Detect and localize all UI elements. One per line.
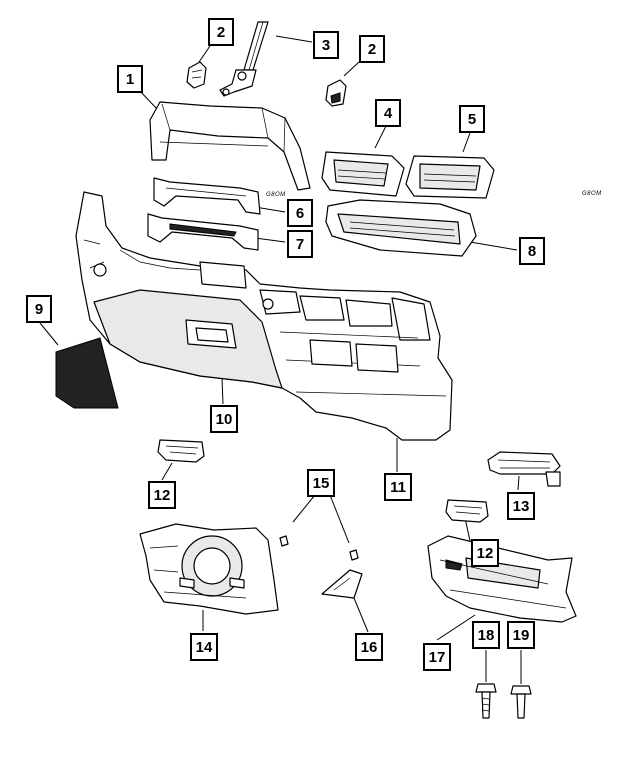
- callout-15: 15: [307, 469, 335, 497]
- watermark-right: G8OM: [582, 191, 602, 197]
- part-2-clip-left: [186, 61, 207, 89]
- callout-7: 7: [287, 230, 313, 258]
- part-6-trim-strip: [153, 177, 261, 215]
- part-16-triangle-bezel: [321, 569, 363, 599]
- part-8-center-vent: [325, 199, 477, 257]
- callout-8: 8: [519, 237, 545, 265]
- callout-2: 2: [359, 35, 385, 63]
- callout-19: 19: [507, 621, 535, 649]
- callout-16: 16: [355, 633, 383, 661]
- callout-14: 14: [190, 633, 218, 661]
- callout-1: 1: [117, 65, 143, 93]
- callout-13: 13: [507, 492, 535, 520]
- part-12-clip-upper: [157, 439, 205, 463]
- callout-18: 18: [472, 621, 500, 649]
- callout-4: 4: [375, 99, 401, 127]
- callout-5: 5: [459, 105, 485, 133]
- part-12-clip-lower: [445, 499, 489, 523]
- callout-9: 9: [26, 295, 52, 323]
- part-2-clip-right: [325, 79, 347, 107]
- part-17-lower-panel: [427, 535, 577, 623]
- part-19-bolt: [510, 685, 532, 719]
- callout-10: 10: [210, 405, 238, 433]
- part-13-bracket: [487, 451, 561, 487]
- part-15-fasteners: [279, 535, 359, 561]
- part-10-instrument-panel: [75, 191, 453, 441]
- callout-2: 2: [208, 18, 234, 46]
- part-5-vent: [405, 155, 495, 199]
- part-3-strap: [219, 21, 269, 97]
- part-18-bolt: [475, 683, 497, 719]
- callout-12: 12: [471, 539, 499, 567]
- part-14-column-cover: [139, 523, 279, 615]
- callout-12: 12: [148, 481, 176, 509]
- part-7-trim-strip: [147, 213, 259, 251]
- callout-3: 3: [313, 31, 339, 59]
- callout-17: 17: [423, 643, 451, 671]
- part-9-pad: [55, 337, 119, 409]
- watermark-left: G8OM: [266, 192, 286, 198]
- part-4-vent: [321, 151, 405, 197]
- callout-6: 6: [287, 199, 313, 227]
- part-1-bezel: [149, 101, 311, 191]
- callout-11: 11: [384, 473, 412, 501]
- leader-lines: [39, 35, 522, 684]
